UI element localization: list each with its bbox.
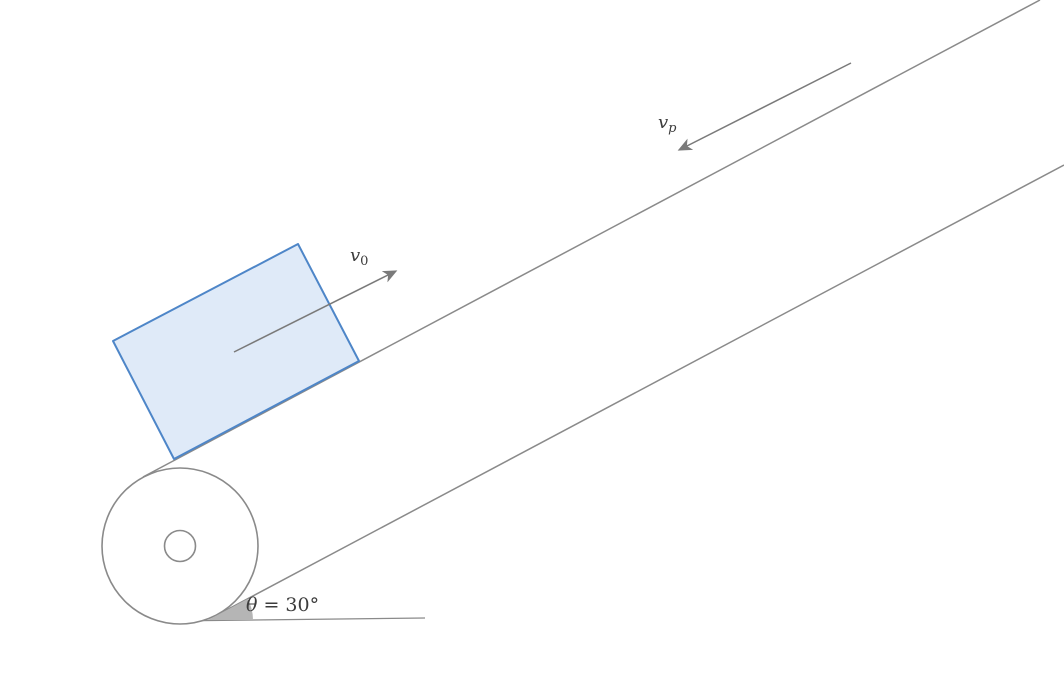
belt-top-edge-line — [142, 0, 1041, 478]
belt-velocity-label-base: v — [658, 112, 668, 133]
belt-velocity-label-subscript: p — [668, 121, 677, 136]
angle-label-symbol: θ — [246, 594, 258, 616]
angle-label-value: = 30° — [263, 594, 319, 616]
belt-velocity-arrow — [677, 62, 852, 151]
horizontal-reference-line — [169, 617, 426, 622]
block-velocity-label: v0 — [350, 245, 368, 269]
angle-label: θ= 30° — [246, 594, 319, 616]
angle-wedge — [208, 598, 253, 620]
belt-bottom-edge-line — [216, 164, 1064, 616]
block-velocity-label-base: v — [350, 245, 360, 266]
pulley-axle-circle — [163, 529, 197, 563]
block-velocity-label-subscript: 0 — [360, 254, 368, 269]
belt-velocity-label: vp — [658, 112, 677, 136]
block-velocity-arrow — [233, 270, 398, 353]
